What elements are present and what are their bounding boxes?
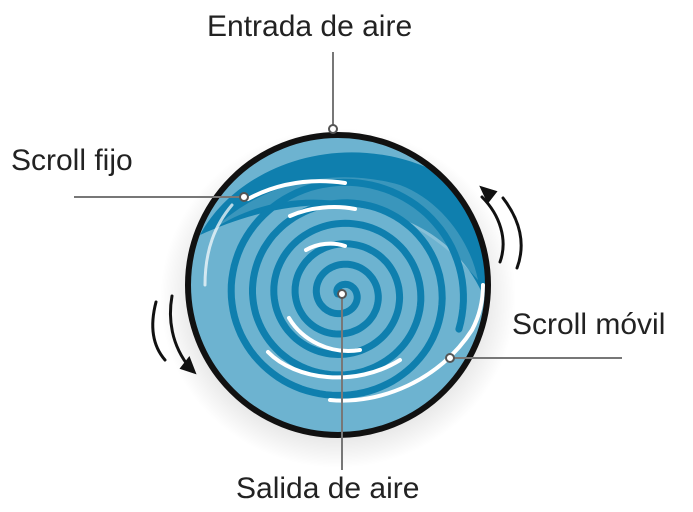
air-inlet-label: Entrada de aire [207, 10, 413, 43]
fixed-scroll-point-icon [239, 192, 249, 202]
orbiting-scroll-label: Scroll móvil [512, 308, 666, 341]
orbiting-scroll-point-icon [445, 353, 455, 363]
leader-lines [74, 52, 622, 470]
rotation-arrow-left [151, 294, 197, 375]
rotation-arrow-right [479, 185, 523, 270]
fixed-scroll-label: Scroll fijo [11, 144, 133, 177]
scroll-disc [188, 135, 488, 435]
disc-outline [185, 132, 491, 438]
outlet-point-icon [337, 289, 347, 299]
leader-dots [239, 124, 455, 363]
inlet-point-icon [328, 124, 338, 134]
air-outlet-label: Salida de aire [236, 472, 420, 505]
spiral-path [227, 178, 467, 399]
